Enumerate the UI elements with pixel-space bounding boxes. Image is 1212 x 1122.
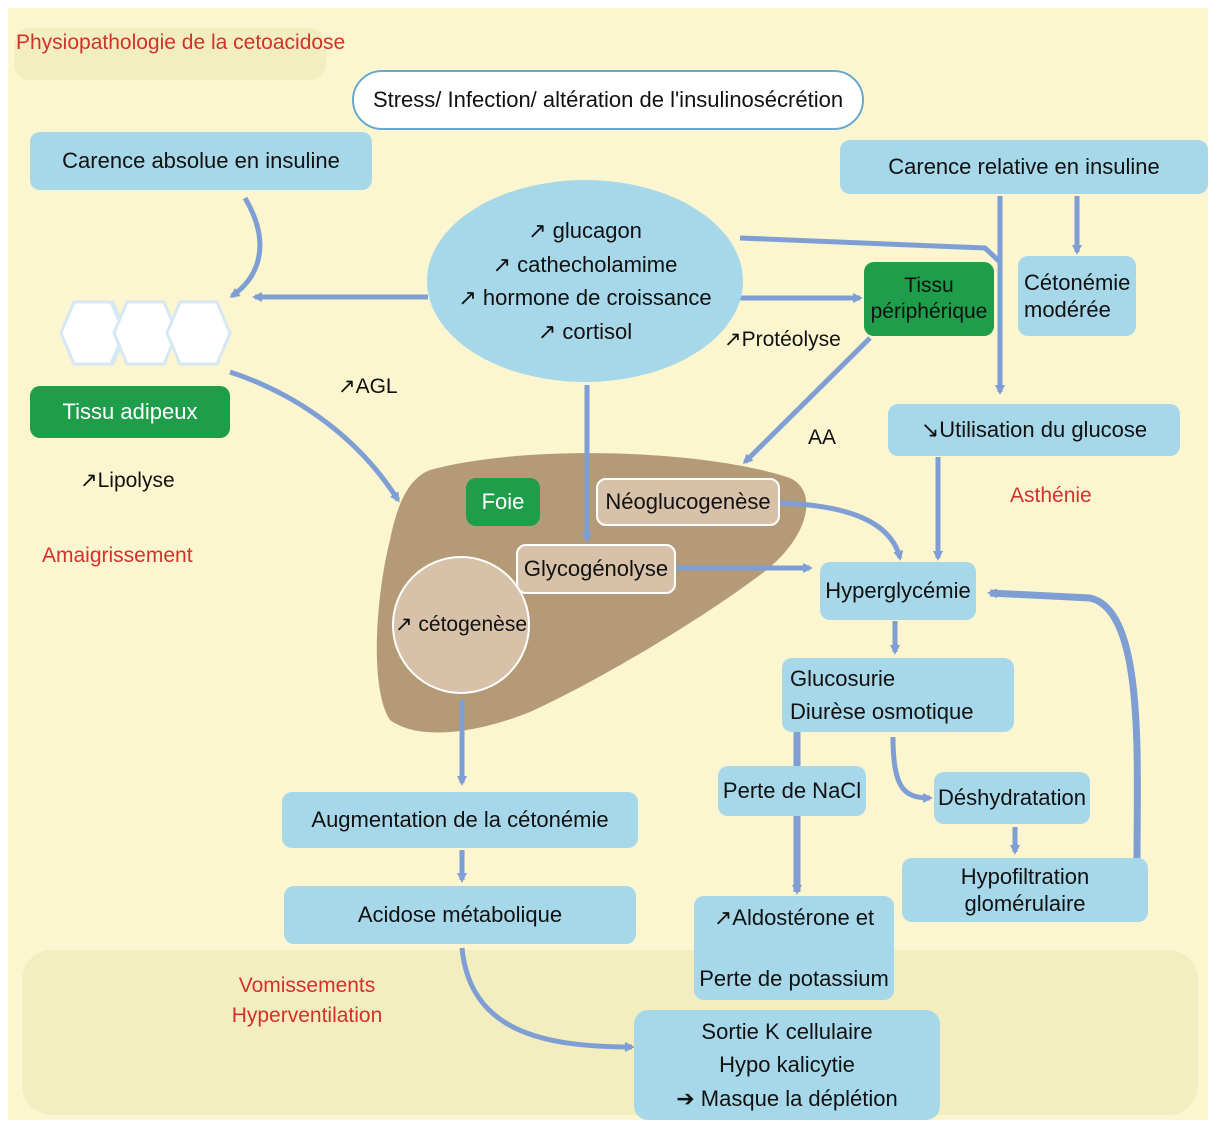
- tissu-peripherique-box: Tissu périphérique: [864, 262, 994, 336]
- perte-nacl-box: Perte de NaCl: [718, 766, 866, 816]
- aa-label: AA: [808, 426, 837, 449]
- hormone-growth: ↗ hormone de croissance: [458, 285, 712, 310]
- deshydratation-box: Déshydratation: [934, 772, 1090, 824]
- glucosurie-line: Glucosurie: [790, 665, 896, 691]
- amaigrissement-label: Amaigrissement: [42, 544, 193, 567]
- acidose-metabolique-box: Acidose métabolique: [284, 886, 636, 944]
- diagram-title: Physiopathologie de la cetoacidose: [16, 31, 346, 54]
- utilisation-glucose-box: ↘Utilisation du glucose: [888, 404, 1180, 456]
- sortie-k-box: Sortie K cellulaire Hypo kalicytie ➔ Mas…: [634, 1010, 940, 1120]
- hormone-catecholamine: ↗ cathecholamime: [492, 251, 678, 277]
- hypo-kalicytie-line: Hypo kalicytie: [719, 1052, 855, 1078]
- hypofiltration-box: Hypofiltration glomérulaire: [902, 858, 1148, 922]
- glycogenolyse-box: Glycogénolyse: [516, 544, 676, 594]
- proteolyse-label: ↗Protéolyse: [724, 328, 841, 351]
- asthenie-label: Asthénie: [1010, 484, 1092, 507]
- cetonemie-moderee-box: Cétonémie modérée: [1018, 256, 1136, 336]
- hormone-glucagon: ↗ glucagon: [528, 218, 642, 243]
- foie-box: Foie: [466, 478, 540, 526]
- aldosterone-box: ↗Aldostérone et Perte de potassium: [694, 896, 894, 1000]
- trigger-box: Stress/ Infection/ altération de l'insul…: [352, 70, 864, 130]
- arrow-acidose-to-sortie-k: [459, 947, 635, 1052]
- vomissements-line: Vomissements: [238, 974, 376, 997]
- line-hormones-branch: [739, 235, 1002, 264]
- hypofiltration-line: Hypofiltration: [960, 863, 1090, 889]
- aldosterone-line: ↗Aldostérone et: [713, 905, 875, 930]
- hyperventilation-line: Hyperventilation: [231, 1004, 383, 1027]
- lipolyse-label: ↗Lipolyse: [80, 469, 175, 492]
- arrow-hypofiltration-to-hyperglycemia: [987, 588, 1141, 863]
- hyperglycemie-box: Hyperglycémie: [820, 562, 976, 620]
- arrow-tissue-to-neoglucogenesis: [742, 336, 872, 465]
- carence-relative-box: Carence relative en insuline: [840, 140, 1208, 194]
- hormone-cortisol: ↗ cortisol: [537, 318, 633, 344]
- augmentation-cetonemie-box: Augmentation de la cétonémie: [282, 792, 638, 848]
- tissu-adipeux-box: Tissu adipeux: [30, 386, 230, 438]
- agl-label: ↗AGL: [338, 375, 398, 398]
- glomerulaire-line: glomérulaire: [964, 891, 1086, 916]
- diurese-line: Diurèse osmotique: [790, 699, 974, 724]
- arrow-carence-to-adipose: [229, 196, 263, 299]
- carence-absolue-box: Carence absolue en insuline: [30, 132, 372, 190]
- arrow-adipose-to-liver: [229, 369, 401, 503]
- arrow-neoglucogenesis-to-hyperglycemia: [779, 500, 904, 561]
- title-band: [14, 28, 326, 80]
- perte-potassium-line: Perte de potassium: [699, 965, 889, 991]
- neoglucogenese-box: Néoglucogenèse: [596, 478, 780, 526]
- fat-hexagons: [59, 300, 232, 366]
- glucosurie-box: Glucosurie Diurèse osmotique: [782, 658, 1014, 732]
- sortie-k-line: Sortie K cellulaire: [701, 1018, 873, 1044]
- masque-depletion-line: ➔ Masque la déplétion: [676, 1085, 898, 1111]
- vomissements-label: Vomissements Hyperventilation: [222, 974, 392, 1028]
- arrow-glucosurie-to-deshydratation: [890, 736, 933, 803]
- bottom-band: [22, 950, 1198, 1115]
- cetogenese-circle: ↗ cétogenèse: [392, 556, 530, 694]
- hormones-ellipse: ↗ glucagon ↗ cathecholamime ↗ hormone de…: [427, 180, 743, 382]
